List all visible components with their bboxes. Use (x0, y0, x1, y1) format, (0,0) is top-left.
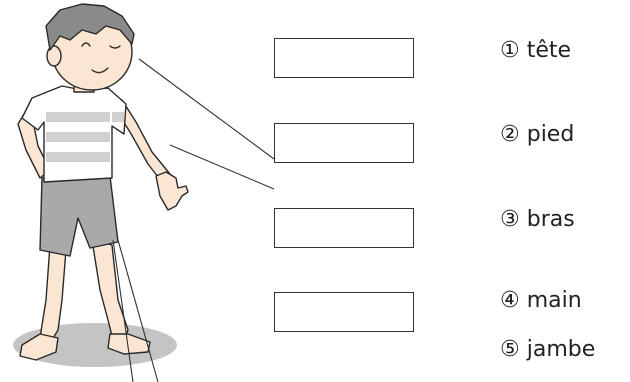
word-number-2: ② (500, 122, 520, 147)
pointer-line-head (139, 59, 274, 159)
word-item-4: ④ main (500, 288, 582, 313)
ear (47, 46, 61, 66)
word-number-4: ④ (500, 288, 520, 313)
answer-box-1[interactable] (274, 38, 414, 78)
word-number-3: ③ (500, 207, 520, 232)
answer-box-3[interactable] (274, 208, 414, 248)
word-label-4: main (527, 288, 582, 313)
word-label-3: bras (527, 207, 575, 232)
answer-box-4[interactable] (274, 292, 414, 332)
word-item-1: ① tête (500, 38, 571, 63)
word-label-5: jambe (527, 337, 596, 362)
word-number-5: ⑤ (500, 337, 520, 362)
word-number-1: ① (500, 38, 520, 63)
answer-box-2[interactable] (274, 123, 414, 163)
word-label-2: pied (527, 122, 575, 147)
right-hand (156, 172, 188, 210)
word-item-3: ③ bras (500, 207, 575, 232)
word-item-5: ⑤ jambe (500, 337, 595, 362)
pointer-line-arm (170, 145, 274, 189)
shorts (40, 176, 118, 256)
word-label-1: tête (527, 38, 571, 63)
word-item-2: ② pied (500, 122, 574, 147)
